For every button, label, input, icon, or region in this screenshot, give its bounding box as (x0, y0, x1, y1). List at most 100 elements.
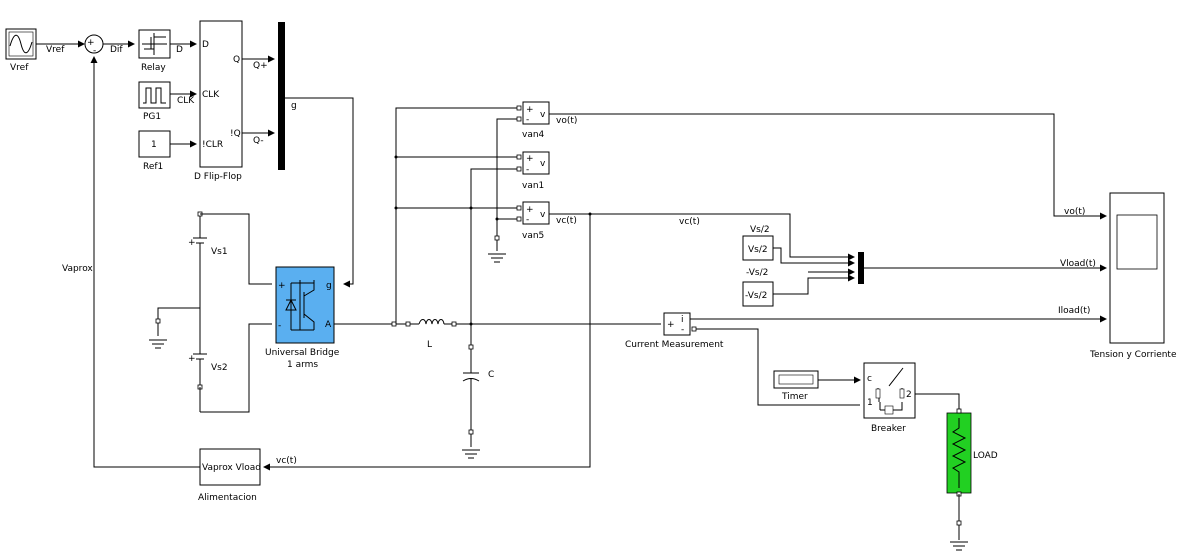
vc-van5-label: vc(t) (556, 216, 577, 226)
svg-text:+: + (526, 105, 534, 115)
pg1-label: PG1 (143, 112, 161, 122)
svg-text:2: 2 (906, 390, 912, 400)
breaker-block[interactable]: c 1 2 Breaker (863, 362, 916, 434)
sine-wave-icon (9, 34, 33, 54)
vs1-label: Vs1 (211, 247, 228, 257)
ground-icon (462, 449, 480, 459)
svg-text:+: + (188, 238, 196, 248)
alimentacion-inner: Vaprox Vload (202, 463, 261, 473)
svg-text:+: + (188, 354, 196, 364)
vref-source-block[interactable]: Vref (5, 28, 37, 73)
d-signal-label: D (176, 45, 183, 55)
g-signal-label: g (291, 101, 297, 111)
svg-text:-: - (526, 165, 529, 175)
sum-plus-sign: + (87, 38, 95, 48)
svg-text:+: + (667, 320, 675, 330)
svg-text:1: 1 (867, 398, 873, 408)
ref1-value: 1 (151, 140, 157, 150)
capacitor-c[interactable]: C (462, 324, 494, 447)
svg-text:+: + (278, 281, 286, 291)
vs2-const-label: Vs/2 (750, 225, 770, 235)
van5-measurement[interactable]: + - v van5 (516, 201, 550, 241)
ref1-block[interactable]: 1 Ref1 (138, 130, 171, 172)
breaker-label: Breaker (871, 424, 906, 434)
vref-source-label: Vref (10, 63, 29, 73)
universal-bridge-block[interactable]: + - g A Universal Bridge 1 arms (265, 266, 340, 370)
dif-signal-label: Dif (110, 45, 123, 55)
relay-label: Relay (141, 63, 166, 73)
vs2-label: Vs2 (211, 363, 228, 373)
pg1-block[interactable]: PG1 (138, 81, 171, 122)
pulse-icon (143, 87, 166, 104)
sum-minus-sign: - (93, 46, 96, 56)
vref-signal-label: Vref (46, 45, 65, 55)
ground-icon (488, 253, 506, 263)
svg-text:c: c (867, 374, 872, 384)
van1-measurement[interactable]: + - v van1 (516, 151, 550, 191)
neg-vs2-constant-block[interactable]: -Vs/2 -Vs/2 (742, 268, 774, 307)
neg-vs2-const-value: -Vs/2 (745, 291, 767, 301)
capacitor-label: C (488, 370, 494, 380)
ff-q-port: Q (233, 55, 240, 65)
mux-bar[interactable] (278, 22, 285, 170)
ff-nq-port: !Q (230, 129, 241, 139)
ground-icon (149, 339, 167, 349)
vs1-dc-source[interactable]: + Vs1 (188, 211, 228, 308)
neg-vs2-const-label: -Vs/2 (746, 268, 768, 278)
inductor-l[interactable]: L (418, 319, 445, 351)
ref1-label: Ref1 (143, 162, 163, 172)
vo-scope-label: vo(t) (1064, 207, 1085, 217)
d-flipflop-block[interactable]: D CLK !CLR Q !Q D Flip-Flop (194, 20, 243, 182)
svg-text:-: - (526, 115, 529, 125)
svg-text:-: - (681, 325, 684, 335)
vo-van4-label: vo(t) (556, 116, 577, 126)
ff-clk-port: CLK (202, 90, 220, 100)
load-label: LOAD (973, 451, 998, 461)
timer-block[interactable]: Timer (773, 370, 819, 402)
current-measurement-label: Current Measurement (625, 340, 724, 350)
van5-label: van5 (522, 231, 544, 241)
qplus-signal-label: Q+ (253, 61, 268, 71)
clk-signal-label: CLK (177, 96, 195, 106)
svg-text:+: + (526, 154, 534, 164)
svg-text:v: v (540, 110, 546, 120)
scope-label: Tension y Corriente (1089, 350, 1177, 360)
bridge-a-port: A (325, 320, 332, 330)
vs2-constant-block[interactable]: Vs/2 Vs/2 (742, 225, 774, 261)
resistor-icon (951, 418, 967, 488)
svg-text:-: - (526, 215, 529, 225)
svg-text:i: i (681, 315, 684, 325)
van4-measurement[interactable]: + - v van4 (516, 101, 550, 140)
svg-text:v: v (540, 210, 546, 220)
scope-screen-icon (1116, 214, 1158, 270)
inductor-label: L (427, 340, 432, 350)
svg-text:v: v (540, 159, 546, 169)
iload-scope-label: Iload(t) (1058, 306, 1090, 316)
vload-scope-label: Vload(t) (1060, 259, 1096, 269)
vc-mid-label: vc(t) (679, 217, 700, 227)
load-block[interactable]: LOAD (946, 408, 998, 497)
alimentacion-block[interactable]: Vaprox Vload Alimentacion (198, 448, 261, 503)
vc-alim-label: vc(t) (276, 456, 297, 466)
sum-block[interactable]: + - (84, 34, 104, 56)
relay-block[interactable]: Relay (138, 29, 171, 73)
timer-label: Timer (781, 392, 808, 402)
igbt-diode-icon (285, 280, 315, 331)
van1-label: van1 (522, 181, 544, 191)
ff-clr-port: !CLR (202, 140, 223, 150)
scope-block[interactable]: Tension y Corriente (1089, 192, 1177, 360)
flipflop-label: D Flip-Flop (194, 172, 242, 182)
van4-label: van4 (522, 130, 545, 140)
qminus-signal-label: Q- (253, 136, 264, 146)
vs2-dc-source[interactable]: + Vs2 (188, 308, 228, 390)
bridge-label-line2: 1 arms (287, 360, 318, 370)
mux-bar-2[interactable] (858, 252, 864, 284)
vs2-const-value: Vs/2 (748, 245, 768, 255)
current-measurement-block[interactable]: + i - Current Measurement (625, 312, 724, 350)
svg-text:+: + (526, 205, 534, 215)
bridge-g-port: g (326, 281, 332, 291)
ff-d-port: D (202, 40, 209, 50)
alimentacion-label: Alimentacion (198, 493, 257, 503)
bridge-label-line1: Universal Bridge (265, 348, 340, 358)
